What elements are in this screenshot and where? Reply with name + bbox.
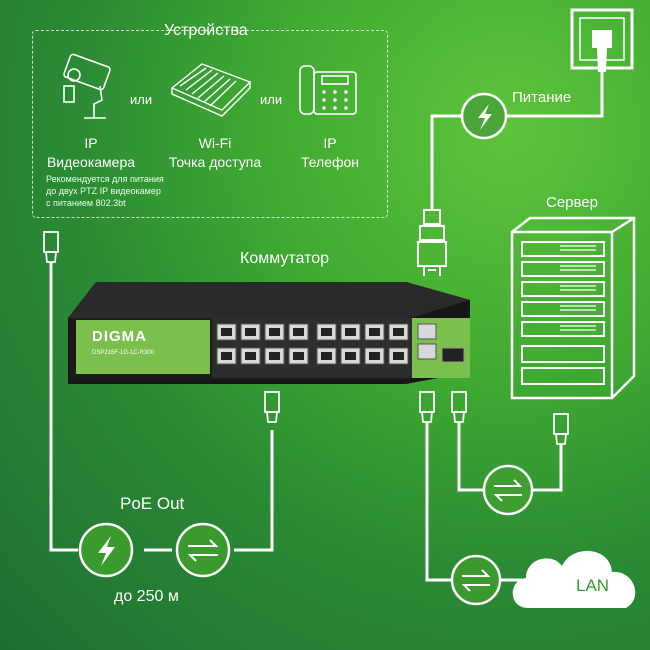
- switch-brand: DIGMA: [92, 328, 147, 345]
- server-label: Сервер: [546, 194, 599, 211]
- rj45-plug-left: [43, 231, 59, 263]
- note-line-1: Рекомендуется для питания: [46, 174, 164, 184]
- rj45-port-hole: [321, 328, 332, 336]
- or-label-2: или: [260, 92, 283, 107]
- rj45-port-hole: [269, 328, 280, 336]
- lan-label: LAN: [576, 576, 610, 595]
- rj45-port-hole: [245, 352, 256, 360]
- rj45-plug-a: [419, 391, 435, 423]
- or-label-1: или: [130, 92, 153, 107]
- lan-exchange-circle: [450, 554, 502, 606]
- server-exchange-circle: [482, 464, 534, 516]
- rj45-plug-b: [451, 391, 467, 423]
- phone-caption: IP Телефон: [290, 134, 370, 172]
- rj45-port-hole: [369, 328, 380, 336]
- note-line-3: с питанием 802.3bt: [46, 198, 126, 208]
- rj45-port-hole: [293, 328, 304, 336]
- phone-line2: Телефон: [300, 154, 360, 170]
- ip-phone-icon: [299, 65, 357, 115]
- switch-model: DSP216F-1G-1C-R300: [92, 350, 155, 356]
- rj45-port-hole: [221, 352, 232, 360]
- lan-exchange-icon: [461, 569, 491, 592]
- uplink-port: [417, 343, 437, 360]
- note-line-2: до двух PTZ IP видеокамер: [46, 186, 161, 196]
- poe-out-label: PoE Out: [120, 494, 185, 513]
- rj45-plug-switch-poe: [264, 391, 280, 423]
- switch-port-grid: [216, 323, 465, 365]
- lightning-icon: [478, 104, 492, 130]
- switch-label-panel: [76, 320, 210, 374]
- switch-label: Коммутатор: [240, 250, 330, 267]
- rj45-port-hole: [321, 352, 332, 360]
- rj45-plug-server: [553, 413, 569, 445]
- poe-cable-left: [49, 262, 78, 552]
- devices-frame: [32, 30, 388, 218]
- poe-exchange-icon: [187, 539, 219, 562]
- camera-caption: IP Видеокамера: [46, 134, 136, 172]
- rj45-port-hole: [221, 328, 232, 336]
- uplink-port: [417, 323, 437, 340]
- poe-data-circle: [175, 522, 231, 578]
- rj45-port-hole: [393, 352, 404, 360]
- rj45-port-hole: [245, 328, 256, 336]
- poe-distance-label: до 250 м: [114, 588, 179, 605]
- camera-line1: IP: [84, 135, 98, 151]
- poe-cable-right: [234, 430, 274, 552]
- rj45-port-hole: [293, 352, 304, 360]
- camera-line2: Видеокамера: [46, 154, 136, 170]
- power-outlet-icon: [570, 8, 634, 72]
- rj45-port-hole: [269, 352, 280, 360]
- rj45-port-hole: [369, 352, 380, 360]
- cctv-camera-icon: [63, 53, 111, 119]
- wifi-line2: Точка доступа: [168, 154, 262, 170]
- wifi-access-point-icon: [170, 63, 252, 117]
- sfp-port: [441, 347, 465, 363]
- power-plug-icon: [417, 209, 447, 276]
- phone-line1: IP: [323, 135, 337, 151]
- devices-title: Устройства: [164, 22, 248, 39]
- power-label: Питание: [512, 89, 572, 106]
- server-exchange-icon: [493, 479, 523, 502]
- poe-lightning-icon: [98, 536, 115, 566]
- server-rack-icon: [510, 216, 636, 400]
- wifi-caption: Wi-Fi Точка доступа: [160, 134, 270, 172]
- rj45-port-hole: [393, 328, 404, 336]
- rj45-port-hole: [345, 328, 356, 336]
- camera-note: Рекомендуется для питания до двух PTZ IP…: [46, 173, 164, 209]
- wifi-line1: Wi-Fi: [198, 135, 232, 151]
- rj45-port-hole: [345, 352, 356, 360]
- lan-cloud: [512, 550, 636, 608]
